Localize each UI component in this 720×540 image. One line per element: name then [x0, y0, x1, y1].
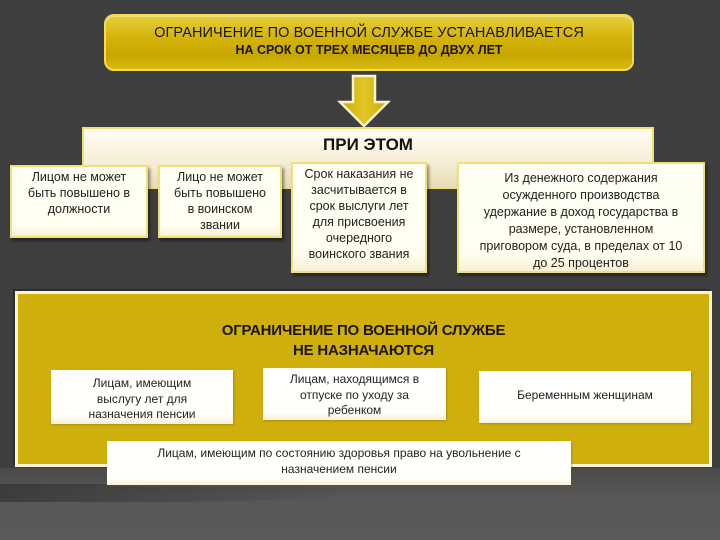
card-text-line: Лицо не может: [177, 170, 263, 184]
consequence-card-no-promotion-position: Лицом не может быть повышено в должности: [10, 165, 148, 238]
card-text-line: назначением пенсии: [281, 461, 397, 476]
card-text-line: удержание в доход государства в: [483, 205, 679, 219]
card-text-line: должности: [47, 202, 111, 216]
card-text-line: осужденного производства: [502, 188, 660, 202]
card-text-line: Срок наказания не: [304, 167, 414, 181]
card-text-line: приговором суда, в пределах от 10: [479, 239, 683, 253]
card-text-line: воинского звания: [308, 247, 410, 261]
exclusion-card-parental-leave: Лицам, находящимся в отпуске по уходу за…: [263, 368, 446, 420]
exclusions-title-line2: НЕ НАЗНАЧАЮТСЯ: [292, 342, 435, 359]
exclusion-card-pregnant-women: Беременным женщинам: [479, 371, 691, 423]
exclusions-title-line1: ОГРАНИЧЕНИЕ ПО ВОЕННОЙ СЛУЖБЕ: [221, 322, 506, 339]
card-text-line: ребенком: [327, 403, 382, 417]
exclusions-title: ОГРАНИЧЕНИЕ ПО ВОЕННОЙ СЛУЖБЕ НЕ НАЗНАЧА…: [18, 321, 709, 361]
card-text-line: в воинском: [187, 202, 253, 216]
card-text-line: быть повышено: [173, 186, 267, 200]
card-text-line: засчитывается в: [311, 183, 407, 197]
duration-banner-line1: ОГРАНИЧЕНИЕ ПО ВОЕННОЙ СЛУЖБЕ УСТАНАВЛИВ…: [154, 25, 584, 41]
card-text-line: Лицам, имеющим по состоянию здоровья пра…: [157, 446, 521, 460]
card-text-line: Из денежного содержания: [504, 171, 658, 185]
arrow-down-icon: [336, 74, 392, 128]
card-text-line: назначения пенсии: [88, 407, 196, 421]
card-text-line: отпуске по уходу за: [300, 387, 409, 402]
card-text-line: Лицам, имеющим: [92, 376, 192, 390]
card-text-line: Беременным женщинам: [517, 388, 653, 402]
duration-banner-line2: НА СРОК ОТ ТРЕХ МЕСЯЦЕВ ДО ДВУХ ЛЕТ: [235, 43, 503, 57]
card-text-line: быть повышено в: [27, 186, 131, 200]
card-text-line: до 25 процентов: [533, 256, 629, 270]
consequence-card-service-term: Срок наказания не засчитывается в срок в…: [291, 162, 427, 273]
card-text-line: Лицам, находящимся в: [289, 372, 420, 386]
background-swoosh: [0, 484, 360, 502]
consequences-title: ПРИ ЭТОМ: [323, 135, 413, 154]
card-text-line: срок выслуги лет: [309, 199, 409, 213]
consequence-card-no-promotion-rank: Лицо не может быть повышено в воинском з…: [158, 165, 282, 238]
duration-banner: ОГРАНИЧЕНИЕ ПО ВОЕННОЙ СЛУЖБЕ УСТАНАВЛИВ…: [104, 14, 634, 71]
card-text-line: очередного: [325, 231, 393, 245]
card-text-line: размере, установленном: [508, 222, 654, 236]
card-text-line: выслугу лет для: [96, 391, 188, 406]
exclusion-card-health-discharge: Лицам, имеющим по состоянию здоровья пра…: [107, 441, 571, 485]
exclusion-card-pension-service: Лицам, имеющим выслугу лет для назначени…: [51, 370, 233, 424]
card-text-line: Лицом не может: [31, 170, 127, 184]
consequence-card-salary-deduction: Из денежного содержания осужденного прои…: [457, 162, 705, 273]
card-text-line: для присвоения: [312, 215, 406, 229]
card-text-line: звании: [199, 218, 241, 232]
exclusions-panel: ОГРАНИЧЕНИЕ ПО ВОЕННОЙ СЛУЖБЕ НЕ НАЗНАЧА…: [15, 291, 712, 485]
